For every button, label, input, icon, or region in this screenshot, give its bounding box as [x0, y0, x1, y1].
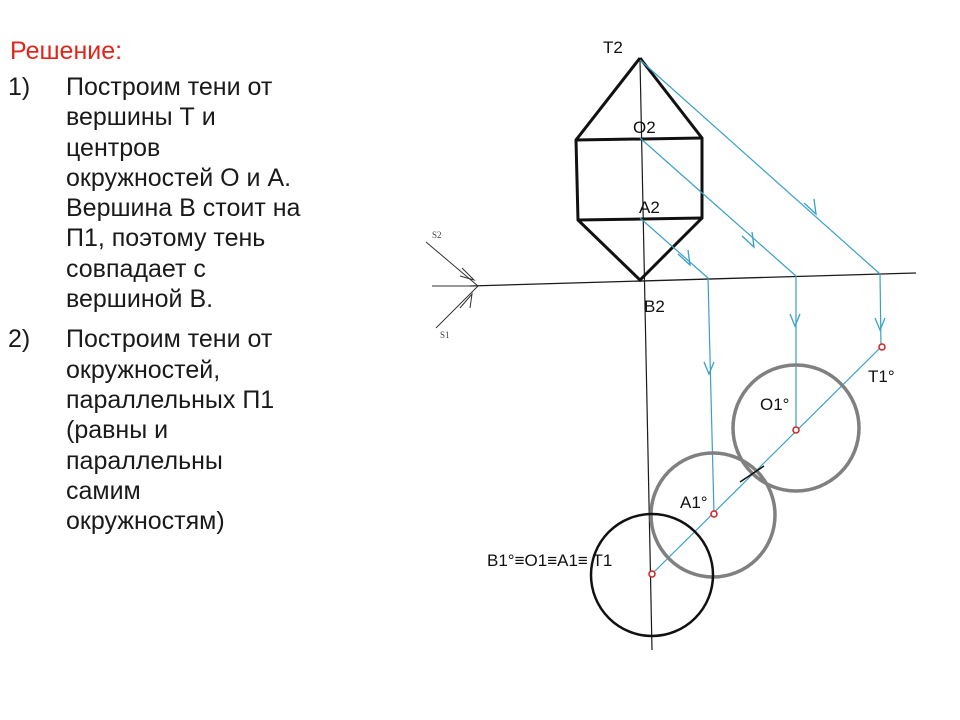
- light-rays: [639, 59, 883, 575]
- step-text: Построим тени от окружностей, параллельн…: [66, 325, 275, 536]
- solution-step-1: 1) Построим тени от вершины Т и центров …: [8, 72, 388, 314]
- o1-label: О1°: [760, 395, 789, 414]
- step-number: 2): [8, 325, 31, 354]
- shadow-points: [648, 343, 886, 578]
- base-circle: [589, 512, 715, 638]
- o2-label: О2: [633, 118, 656, 137]
- solution-text: Решение: 1) Построим тени от вершины Т и…: [8, 36, 388, 546]
- t1-label: Т1°: [868, 367, 895, 386]
- shadow-circle-o: [731, 363, 861, 493]
- t2-label: Т2: [603, 38, 623, 57]
- coincident-points-label: В1°≡О1≡А1≡ Т1: [487, 551, 612, 570]
- light-direction-indicator: [425, 241, 479, 329]
- vertical-link-line: [639, 59, 653, 651]
- a2-label: А2: [639, 198, 660, 217]
- a1-label: А1°: [680, 493, 708, 512]
- s1-label: S1: [440, 330, 450, 340]
- solution-heading: Решение:: [10, 37, 123, 65]
- ray-arrowheads: [677, 198, 886, 376]
- projection-axis: [469, 272, 917, 287]
- b2-label: В2: [644, 297, 665, 316]
- tick-mark: [739, 465, 765, 483]
- step-number: 1): [8, 73, 31, 101]
- s2-label: S2: [432, 230, 442, 240]
- front-projection: [574, 57, 704, 283]
- solution-step-2: 2) Построим тени от окружностей, паралле…: [8, 324, 388, 536]
- step-text: Построим тени от вершины Т и центров окр…: [66, 73, 301, 314]
